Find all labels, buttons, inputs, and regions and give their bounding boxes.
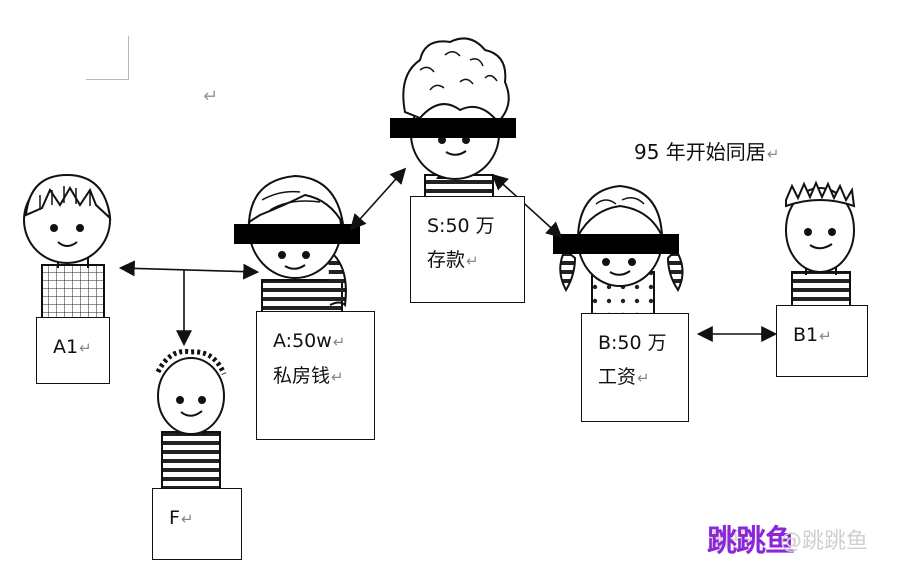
eye-censor-bar-a <box>234 224 360 244</box>
label-box-b: B:50 万 工资↵ <box>581 313 689 422</box>
label-box-s: S:50 万 存款↵ <box>410 196 525 303</box>
watermark-handle: @跳跳鱼 <box>780 529 869 554</box>
label-box-b1: B1↵ <box>776 305 868 377</box>
person-b1-figure <box>785 180 856 315</box>
arrow-a1-a <box>118 260 260 280</box>
watermark-stamp: 跳跳鱼 <box>707 524 795 559</box>
person-a1-figure <box>23 173 112 321</box>
cohabitation-note: 95 年开始同居↵ <box>634 140 780 164</box>
arrow-a-s <box>349 167 407 231</box>
watermark-platform: 知乎 <box>708 528 753 553</box>
arrow-s-b <box>491 173 563 239</box>
eye-censor-bar-b <box>553 234 679 254</box>
label-box-a1: A1↵ <box>36 317 110 384</box>
label-box-a: A:50w↵ 私房钱↵ <box>256 311 375 440</box>
page-corner-mark <box>86 36 129 80</box>
eye-censor-bar-s <box>390 118 516 138</box>
person-f-figure <box>155 348 227 491</box>
person-a-figure <box>247 174 347 321</box>
person-s-figure <box>402 37 510 201</box>
label-box-f: F↵ <box>152 488 242 560</box>
paragraph-mark: ↵ <box>203 86 219 107</box>
